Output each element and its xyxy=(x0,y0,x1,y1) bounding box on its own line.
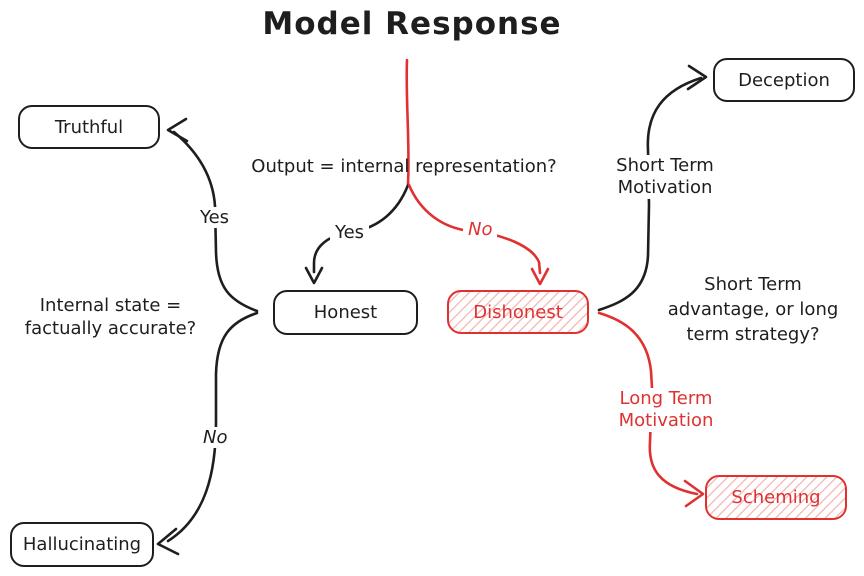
question-internal-state: Internal state = factually accurate? xyxy=(8,294,213,340)
label-output-no: No xyxy=(463,219,498,240)
node-truthful: Truthful xyxy=(18,105,160,149)
node-deception: Deception xyxy=(713,58,855,102)
node-dishonest-label: Dishonest xyxy=(473,301,563,323)
label-output-yes: Yes xyxy=(330,222,370,243)
question-output-vs-internal: Output = internal representation? xyxy=(234,155,574,179)
arrowhead-scheming xyxy=(683,479,705,508)
question-internal-line1: Internal state = xyxy=(39,295,182,316)
edge-model-response-stem xyxy=(405,58,410,186)
label-internal-yes: Yes xyxy=(195,207,235,228)
arrowhead-honest xyxy=(304,266,324,285)
label-short-term-motivation: Short Term Motivation xyxy=(595,155,735,199)
label-long-term-line1: Long Term xyxy=(619,388,713,409)
node-deception-label: Deception xyxy=(738,69,830,91)
node-honest-label: Honest xyxy=(313,302,378,323)
question-term-line3: term strategy? xyxy=(686,324,820,345)
node-hallucinating-label: Hallucinating xyxy=(22,534,142,555)
question-internal-line2: factually accurate? xyxy=(24,318,197,339)
question-output-line: Output = internal representation? xyxy=(251,156,557,177)
node-hallucinating: Hallucinating xyxy=(10,522,154,567)
node-scheming: Scheming xyxy=(705,475,847,520)
arrowhead-deception xyxy=(686,64,708,91)
node-truthful-label: Truthful xyxy=(54,116,124,138)
edge-internal-no xyxy=(166,311,259,543)
label-long-term-motivation: Long Term Motivation xyxy=(596,388,736,432)
node-honest: Honest xyxy=(273,290,418,335)
arrowhead-hallucinating xyxy=(156,527,180,556)
label-long-term-line2: Motivation xyxy=(618,410,714,431)
arrowhead-dishonest xyxy=(530,267,550,286)
label-internal-no: No xyxy=(198,427,233,448)
question-term-line1: Short Term xyxy=(704,274,802,295)
page-title: Model Response xyxy=(262,6,562,42)
edge-internal-yes xyxy=(172,130,259,313)
node-dishonest: Dishonest xyxy=(447,290,589,334)
node-scheming-label: Scheming xyxy=(731,487,821,508)
question-term-line2: advantage, or long xyxy=(667,299,839,320)
question-term-strategy: Short Term advantage, or long term strat… xyxy=(645,272,861,347)
arrowhead-truthful xyxy=(166,117,189,143)
label-short-term-line2: Motivation xyxy=(617,177,713,198)
label-short-term-line1: Short Term xyxy=(616,155,714,176)
